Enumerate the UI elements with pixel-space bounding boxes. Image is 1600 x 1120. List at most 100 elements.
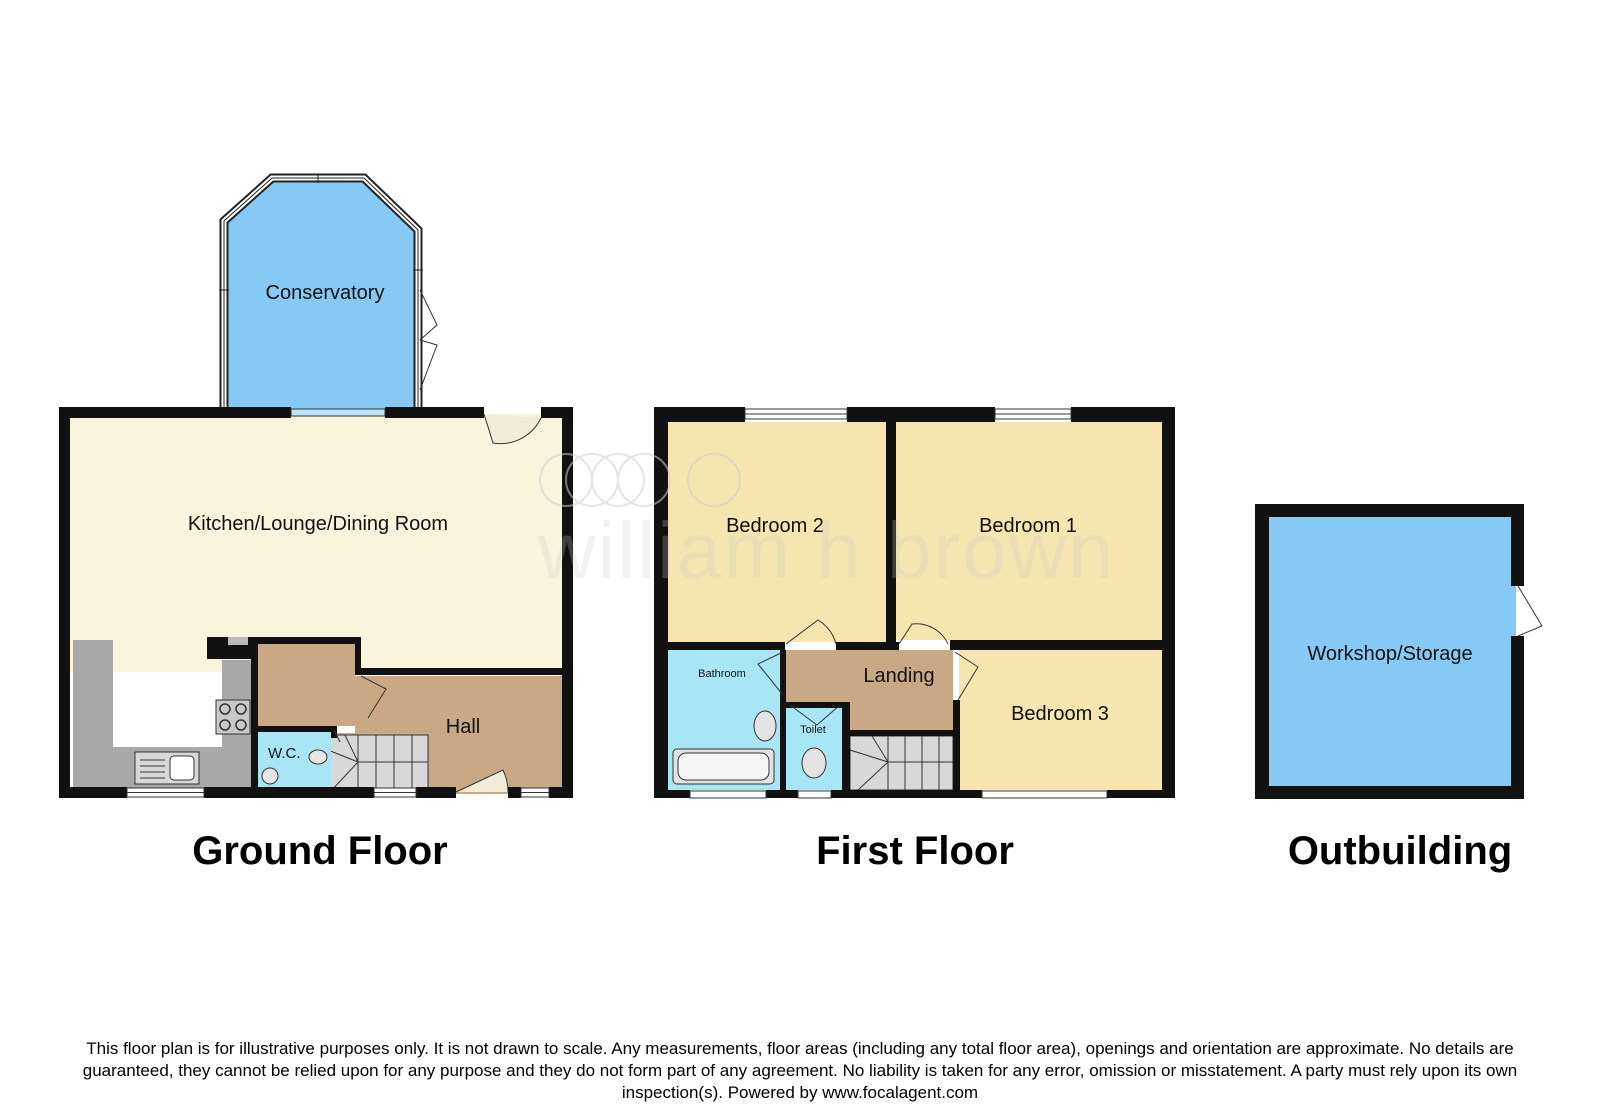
wall-north-b [847,407,995,422]
watermark-ring [687,453,741,507]
bedroom2-fill [668,422,886,642]
bath-inner [677,752,770,781]
wall-internal-wc-top [258,726,331,732]
stair-winder [871,735,889,763]
room-label-bedroom2: Bedroom 2 [726,515,824,537]
wall-east-top [1511,504,1524,586]
staircase-fill [849,735,954,791]
ground-floor-walls [59,407,573,798]
toilet-door-swing [789,704,841,726]
wall-internal-kitchen-hall [355,668,566,675]
bed3-door-swing [954,651,979,701]
wall-north-right [385,407,484,418]
room-label-landing: Landing [863,665,934,687]
wall-west [1255,504,1269,799]
window-bathroom [689,790,767,799]
wall-south-a [59,787,127,798]
wall-bed3-top [950,640,1162,650]
wall-internal-store-left [251,637,258,792]
wall-bed2-bed1 [886,422,896,642]
first-floor-walls [654,407,1175,798]
wall-south-b [766,790,798,798]
wall-south-c [416,787,456,798]
wall-north [1255,504,1524,517]
wall-internal-store-right [355,637,361,671]
wall-south-d [508,787,521,798]
wall-toilet-right [842,702,850,790]
room-label-wc: W.C. [268,745,301,762]
conservatory-door-swing [419,289,438,341]
outbuilding-plan: Workshop/Storage [1255,504,1543,799]
ground-staircase [322,734,429,793]
window-bed3 [981,790,1108,799]
wall-west [654,407,668,798]
wall-north-left [59,407,291,418]
wall-toilet-top [786,702,845,708]
watermark-text: william h brown [537,506,1115,595]
hob-ring [219,703,231,715]
wall-bed2-bottom [668,642,785,650]
window-toilet [797,790,832,799]
kitchen-lounge-dining: Kitchen/Lounge/Dining Room [66,414,566,790]
bedroom3-fill [959,650,1162,790]
hob-ring [219,719,231,731]
toilet-bowl-icon [801,747,827,779]
wall-bath-right [780,650,786,790]
outbuilding-door-swing [1517,585,1543,637]
kitchen-fill [66,414,566,672]
first-floor-plan: Bedroom 2 Bedroom 1 Bedroom 3 Landing Ba… [654,407,1175,799]
disclaimer-text: This floor plan is for illustrative purp… [82,1039,1518,1102]
workshop-fill [1263,512,1516,788]
wall-internal-store-top [253,637,361,644]
conservatory-fill [224,178,418,410]
wall-south-c [831,790,982,798]
floor-label-ground: Ground Floor [192,829,448,873]
room-label-toilet: Toilet [800,724,826,736]
wall-south-d [1107,790,1175,798]
extractor-hood-inner [228,637,248,645]
room-label-workshop: Workshop/Storage [1307,643,1472,665]
store-cupboard [258,644,355,726]
room-label-kitchen: Kitchen/Lounge/Dining Room [188,513,448,535]
stair-winder [857,761,889,791]
room-label-hall: Hall [446,716,480,738]
conservatory-door-swing [419,339,438,391]
outbuilding-walls [1255,504,1524,799]
floor-label-first: First Floor [816,829,1014,873]
bed1-door-swing [898,623,949,645]
wall-landing-top [836,642,899,650]
wall-east-bottom [1511,636,1524,799]
watermark-ring [591,453,645,507]
hob-ring [235,703,247,715]
watermark-logo: william h brown [537,453,1115,595]
kitchen-worktop [73,640,253,790]
room-label-bathroom: Bathroom [698,668,746,680]
conservatory-opening [290,408,386,417]
wc-basin-icon [261,767,279,785]
floor-label-outbuilding: Outbuilding [1288,829,1512,873]
wall-south-e [549,787,573,798]
room-label-conservatory: Conservatory [266,282,385,304]
wall-north-a [654,407,745,422]
room-label-bedroom1: Bedroom 1 [979,515,1077,537]
wall-south-b [204,787,374,798]
wall-east [562,407,573,798]
wall-east [1162,407,1175,798]
wc-toilet-icon [308,749,328,765]
ground-floor-plan: Conservatory Kitchen/Lounge/Dining Room [59,173,573,798]
stair-winder [344,734,359,763]
wall-internal-wc-right [331,726,337,738]
wall-bed3-left [953,700,960,790]
hall: Hall [322,676,566,794]
bathroom-door-swing [757,651,784,696]
wall-south [1255,786,1524,799]
wc: W.C. [258,732,331,790]
bedroom1-fill [896,422,1162,640]
wall-south-a [654,790,690,798]
sink-bowl [169,755,195,781]
wc-door-swing [333,729,341,743]
hall-door-swing [360,675,387,719]
front-door-swing [455,769,509,793]
room-label-bedroom3: Bedroom 3 [1011,703,1109,725]
